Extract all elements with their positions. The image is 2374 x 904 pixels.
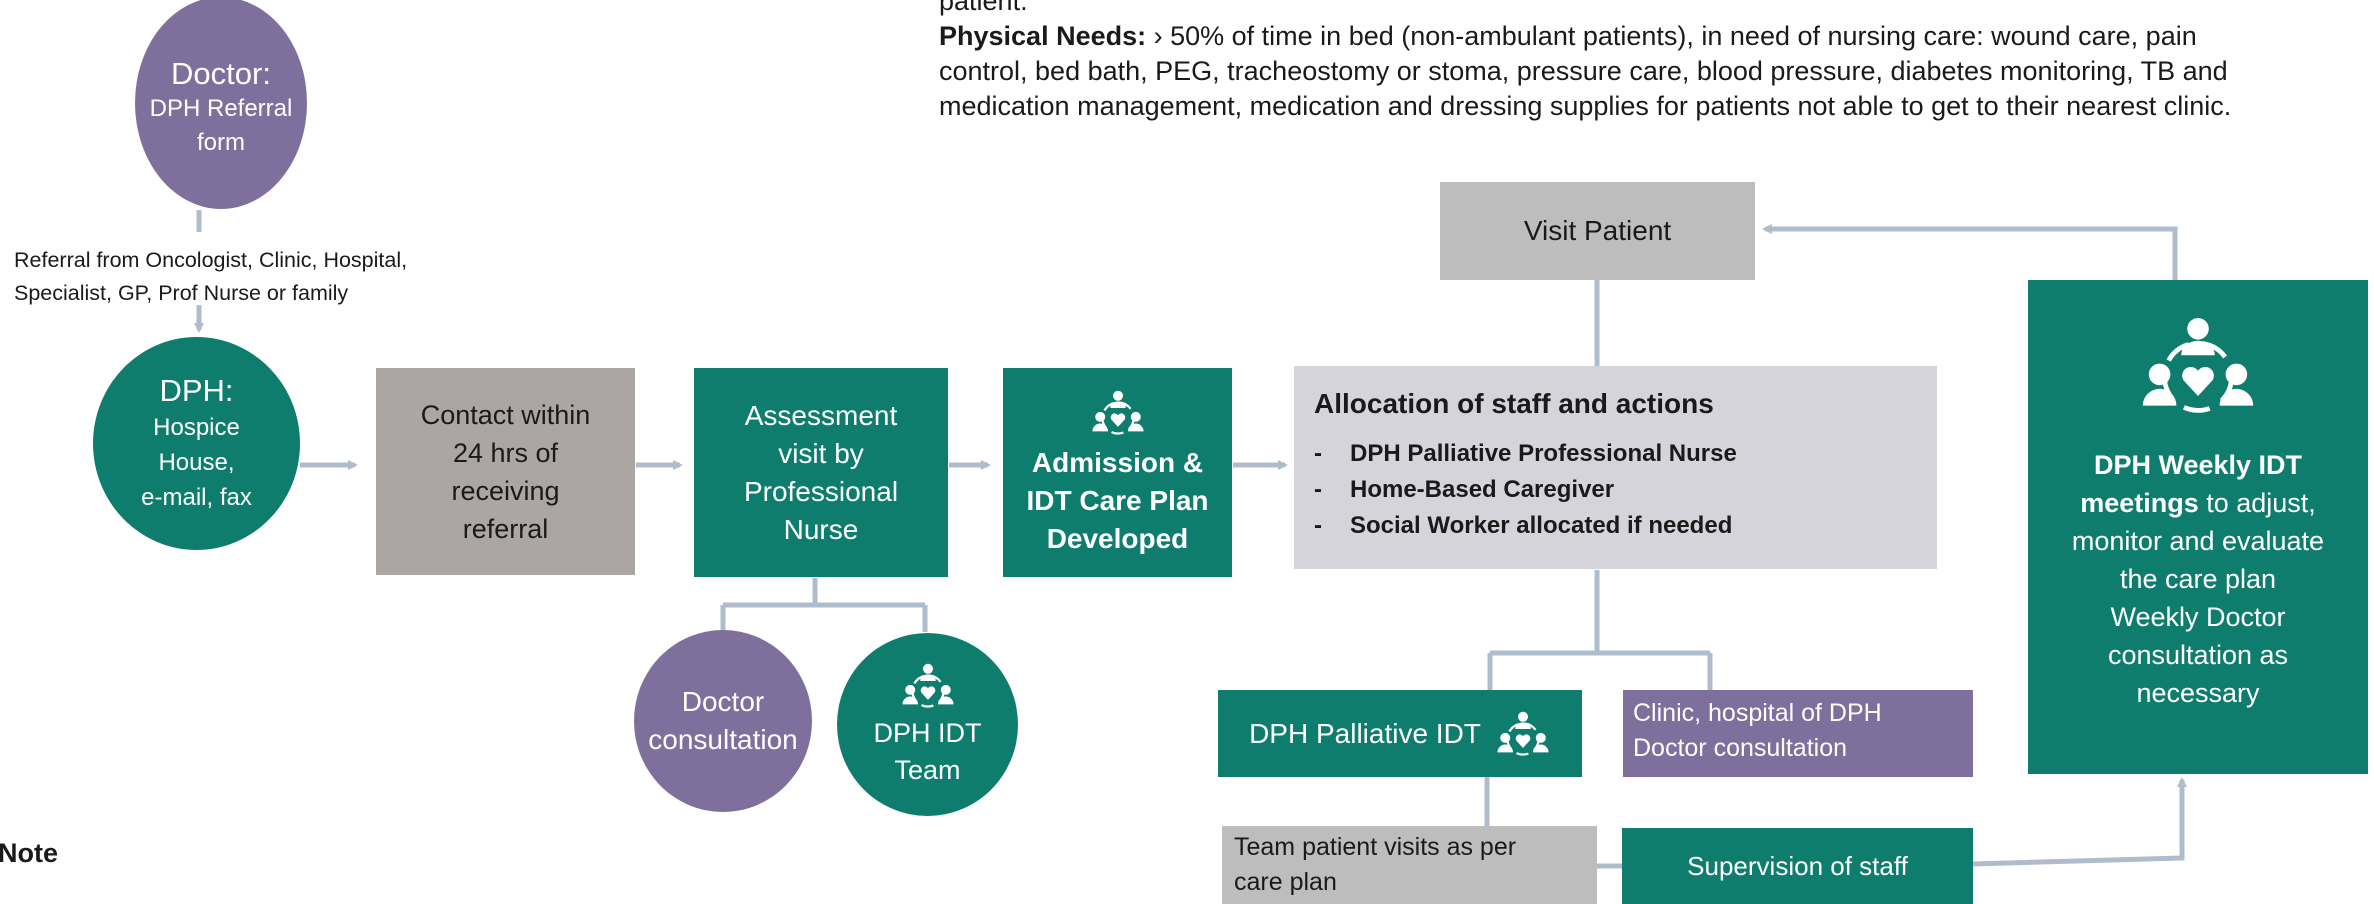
dph-title: DPH: (159, 373, 234, 408)
criteria-cut-line: patient. (939, 0, 1028, 16)
team-visits-line1: Team patient visits as per (1234, 833, 1517, 861)
supervision-label: Supervision of staff (1687, 850, 1908, 881)
palliative-idt-label: DPH Palliative IDT (1249, 717, 1481, 749)
visit-patient-step: Visit Patient (1440, 182, 1755, 280)
contact-line3: receiving (451, 475, 560, 506)
list-bullet: - (1314, 512, 1322, 539)
physical-needs-line: Physical Needs: › 50% of time in bed (no… (939, 19, 2369, 54)
weekly-line5: Weekly Doctor (2110, 602, 2286, 632)
weekly-line1: DPH Weekly IDT (2093, 450, 2303, 480)
team-heart-icon (1090, 388, 1146, 438)
allocation-item-label: Home-Based Caregiver (1350, 476, 1615, 503)
physical-needs-text-3: medication management, medication and dr… (939, 91, 2232, 121)
allocation-item: - Home-Based Caregiver (1314, 472, 1937, 508)
team-visits-step: Team patient visits as per care plan (1222, 826, 1597, 904)
contact-line1: Contact within (420, 399, 591, 430)
contact-line4: referral (462, 513, 549, 544)
referral-note: Referral from Oncologist, Clinic, Hospit… (14, 244, 494, 310)
assessment-line1: Assessment (744, 399, 898, 431)
clinic-line2: Doctor consultation (1633, 734, 1848, 762)
weekly-idt-panel: DPH Weekly IDT meetings to adjust, monit… (2028, 280, 2368, 774)
doctor-consultation-node: Doctor consultation (634, 630, 812, 812)
doctor-referral-node: Doctor: DPH Referral form (135, 0, 307, 209)
weekly-line7: necessary (2136, 678, 2260, 708)
idt-team-node: DPH IDT Team (837, 633, 1018, 816)
weekly-line4: the care plan (2119, 564, 2277, 594)
allocation-item: - Social Worker allocated if needed (1314, 508, 1937, 544)
allocation-item-label: DPH Palliative Professional Nurse (1350, 440, 1737, 467)
allocation-list: - DPH Palliative Professional Nurse - Home… (1314, 436, 1937, 544)
admission-line2: IDT Care Plan (1026, 484, 1209, 516)
palliative-idt-step: DPH Palliative IDT (1218, 690, 1582, 777)
allocation-title: Allocation of staff and actions (1314, 388, 1714, 419)
clinic-step: Clinic, hospital of DPH Doctor consultat… (1623, 690, 1973, 777)
dph-line1: Hospice (153, 414, 240, 441)
doctor-title: Doctor: (171, 56, 271, 91)
dph-intake-node: DPH: Hospice House, e-mail, fax (93, 337, 300, 550)
clinic-line1: Clinic, hospital of DPH (1633, 699, 1882, 727)
physical-needs-text-1: › 50% of time in bed (non-ambulant patie… (1146, 21, 2197, 51)
dph-line3: e-mail, fax (141, 484, 252, 511)
team-heart-icon (2137, 312, 2259, 420)
assessment-line4: Nurse (783, 513, 859, 545)
referral-note-line1: Referral from Oncologist, Clinic, Hospit… (14, 248, 408, 272)
list-bullet: - (1314, 476, 1322, 503)
doctor-line1: DPH Referral (149, 95, 293, 122)
team-heart-icon (900, 661, 956, 711)
note-label: Note (0, 838, 58, 868)
assessment-line3: Professional (743, 475, 899, 507)
assessment-step: Assessment visit by Professional Nurse (694, 368, 948, 577)
assessment-line2: visit by (778, 437, 864, 469)
physical-needs-text-2: control, bed bath, PEG, tracheostomy or … (939, 56, 2228, 86)
doctor-consult-line1: Doctor (681, 686, 765, 717)
allocation-item-label: Social Worker allocated if needed (1350, 512, 1733, 539)
doctor-line2: form (197, 129, 245, 156)
weekly-line3: monitor and evaluate (2071, 526, 2325, 556)
team-visits-line2: care plan (1234, 868, 1337, 896)
supervision-step: Supervision of staff (1622, 828, 1973, 904)
idt-team-line2: Team (894, 754, 961, 785)
allocation-item: - DPH Palliative Professional Nurse (1314, 436, 1937, 472)
list-bullet: - (1314, 440, 1322, 467)
contact-line2: 24 hrs of (452, 437, 559, 468)
admission-line1: Admission & (1031, 446, 1204, 478)
weekly-bold: meetings (2080, 488, 2199, 518)
idt-team-line1: DPH IDT (873, 717, 982, 748)
doctor-consult-line2: consultation (648, 724, 798, 755)
weekly-line2: meetings to adjust, (2080, 484, 2316, 522)
weekly-rest: to adjust, (2198, 488, 2316, 518)
referral-note-line2: Specialist, GP, Prof Nurse or family (14, 281, 349, 305)
team-heart-icon (1495, 709, 1551, 759)
visit-patient-label: Visit Patient (1523, 215, 1672, 246)
criteria-text: patient. Physical Needs: › 50% of time i… (939, 0, 2369, 124)
weekly-line6: consultation as (2107, 640, 2289, 670)
dph-line2: House, (158, 449, 235, 476)
physical-needs-label: Physical Needs: (939, 21, 1147, 51)
allocation-panel: Allocation of staff and actions - DPH Pal… (1294, 366, 1937, 569)
admission-line3: Developed (1046, 522, 1189, 554)
contact-step: Contact within 24 hrs of receiving refer… (376, 368, 635, 575)
admission-step: Admission & IDT Care Plan Developed (1003, 368, 1232, 577)
